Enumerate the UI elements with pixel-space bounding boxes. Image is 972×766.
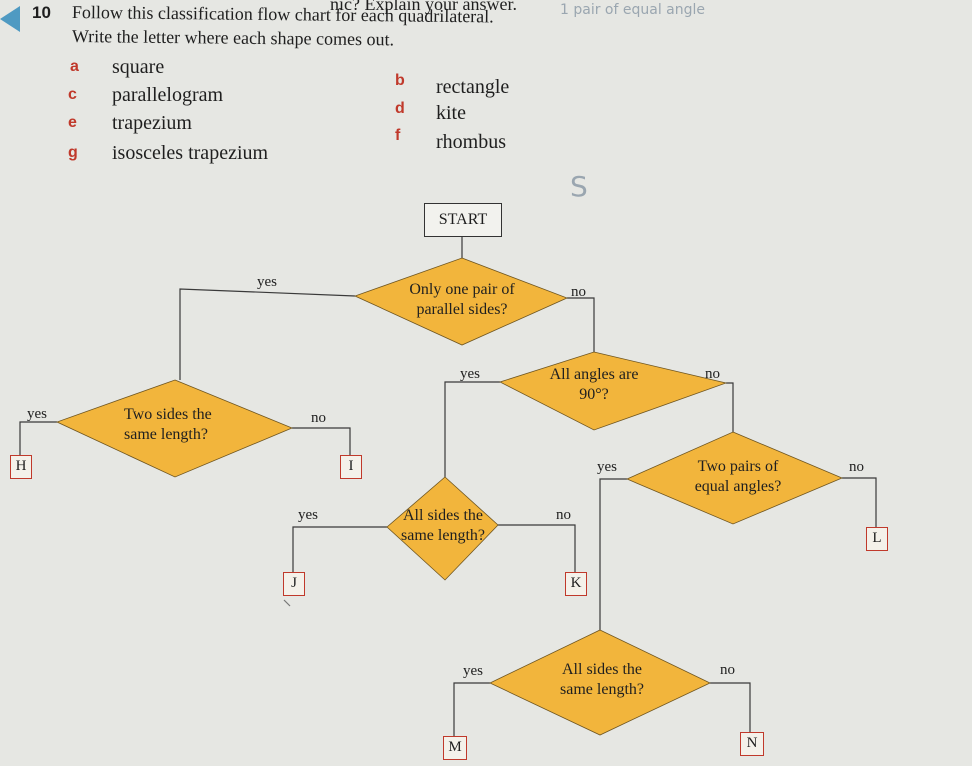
question-line: Only one pair of	[409, 281, 515, 298]
connector-line	[19, 421, 57, 455]
yes-label: yes	[463, 663, 483, 679]
shape-name: trapezium	[112, 112, 192, 134]
shape-name: rhombus	[436, 131, 506, 153]
shape-name: kite	[436, 102, 466, 124]
connector-line	[444, 381, 500, 477]
no-label: no	[705, 366, 720, 382]
yes-label: yes	[257, 274, 277, 290]
output-box-j: J	[283, 572, 305, 596]
connector-line	[453, 682, 490, 736]
output-box-m: M	[443, 736, 467, 760]
no-label: no	[556, 507, 571, 523]
pencil-tick	[283, 599, 291, 607]
question-all-sides-same-2: All sides the same length?	[532, 660, 672, 700]
arrow-marker-icon	[0, 6, 20, 32]
diamond-all-sides-same-1	[386, 476, 499, 581]
question-line: same length?	[401, 527, 485, 544]
connector-line	[567, 297, 595, 352]
no-label: no	[571, 284, 586, 300]
shape-name: square	[112, 56, 165, 78]
shape-name: rectangle	[436, 76, 510, 98]
shape-letter: a	[70, 58, 79, 75]
no-label: no	[720, 662, 735, 678]
connector-line	[179, 288, 356, 380]
output-box-k: K	[565, 572, 587, 596]
question-line: same length?	[560, 681, 644, 698]
connector-line	[726, 382, 734, 432]
question-line: equal angles?	[694, 478, 782, 495]
output-box-l: L	[866, 527, 888, 551]
handwritten-s: S	[570, 170, 588, 203]
shape-letter: c	[68, 86, 77, 103]
shape-letter: f	[395, 127, 401, 144]
instruction-line-1: Follow this classification flow chart fo…	[71, 2, 494, 27]
output-box-i: I	[340, 455, 362, 479]
handwritten-note: 1 pair of equal angle	[560, 2, 705, 18]
question-line: same length?	[124, 426, 208, 443]
connector-line	[710, 682, 751, 732]
shape-letter: e	[68, 114, 77, 131]
question-angles-90: All angles are 90°?	[524, 365, 664, 405]
shape-letter: d	[395, 100, 405, 117]
diamond-equal-angles	[625, 431, 844, 525]
question-line: 90°?	[579, 386, 609, 403]
question-all-sides-same-1: All sides the same length?	[373, 506, 513, 546]
shape-letter: b	[395, 72, 405, 89]
question-two-sides-same: Two sides the same length?	[106, 405, 264, 445]
connector-line	[292, 526, 387, 572]
shape-name: parallelogram	[112, 84, 224, 106]
connector-line	[599, 478, 627, 630]
no-label: no	[849, 459, 864, 475]
previous-question-fragment: nic? Explain your answer.	[330, 0, 517, 14]
question-number: 10	[32, 3, 51, 22]
question-line: All sides the	[403, 507, 483, 524]
question-line: All angles are	[549, 366, 639, 383]
diamond-two-sides-same	[55, 379, 294, 478]
connector-line	[842, 477, 877, 527]
question-line: Two pairs of	[697, 458, 779, 475]
yes-label: yes	[27, 406, 47, 422]
question-line: Two sides the	[124, 406, 212, 423]
question-parallel-sides: Only one pair of parallel sides?	[382, 280, 542, 320]
output-box-h: H	[10, 455, 32, 479]
connector-line	[498, 524, 576, 572]
instruction-line-2: Write the letter where each shape comes …	[71, 26, 395, 50]
question-line: All sides the	[562, 661, 642, 678]
output-box-n: N	[740, 732, 764, 756]
diamond-all-sides-same-2	[489, 629, 711, 736]
yes-label: yes	[298, 507, 318, 523]
diamond-angles-90	[498, 351, 728, 431]
start-box: START	[424, 203, 502, 237]
question-line: parallel sides?	[416, 301, 508, 318]
shape-name: isosceles trapezium	[112, 142, 269, 164]
connector-line	[292, 427, 351, 455]
shape-letter: g	[68, 144, 78, 161]
diamond-parallel-sides	[353, 257, 569, 346]
question-equal-angles: Two pairs of equal angles?	[668, 457, 808, 497]
no-label: no	[311, 410, 326, 426]
yes-label: yes	[597, 459, 617, 475]
yes-label: yes	[460, 366, 480, 382]
